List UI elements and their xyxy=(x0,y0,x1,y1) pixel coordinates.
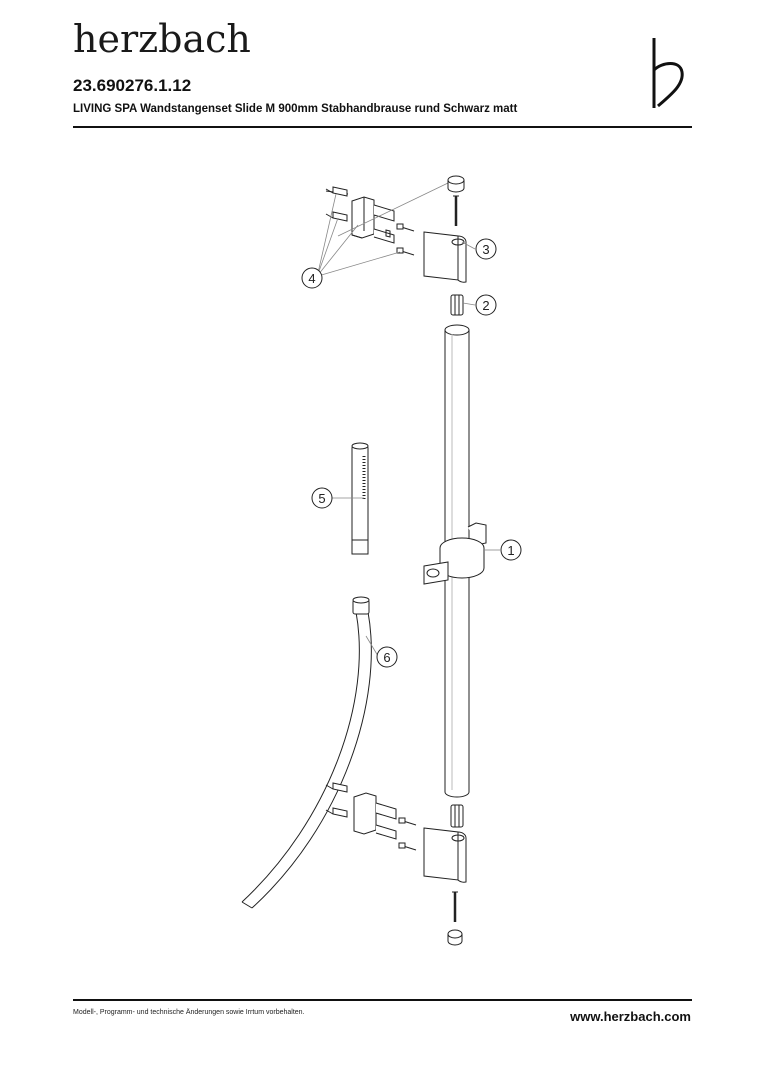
callout-6-leader xyxy=(365,635,379,657)
website-link[interactable]: www.herzbach.com xyxy=(570,1009,691,1024)
screw-anchor-top-1 xyxy=(325,186,349,197)
callout-1-label: 1 xyxy=(507,543,514,558)
header-rule xyxy=(73,126,692,128)
wall-bracket-bottom xyxy=(353,792,397,840)
screw-top-4 xyxy=(396,247,415,256)
callout-6-circle xyxy=(376,646,398,668)
long-screw-bottom xyxy=(452,891,458,922)
footer-rule xyxy=(73,999,692,1001)
callout-1-circle xyxy=(500,539,522,561)
shower-slider xyxy=(423,522,487,585)
callout-3-label: 3 xyxy=(482,242,489,257)
callout-3-leader xyxy=(461,241,476,250)
wall-bracket-top xyxy=(351,196,395,244)
callout-3-circle xyxy=(475,238,497,260)
callout-4-label: 4 xyxy=(308,271,315,286)
screw-anchor-bottom-2 xyxy=(325,807,348,818)
end-cap-top xyxy=(447,175,465,193)
rod-insert-top xyxy=(450,294,464,316)
callout-6-label: 6 xyxy=(383,650,390,665)
herzbach-logo-icon xyxy=(652,38,684,108)
screw-bottom-3 xyxy=(398,817,417,826)
end-cap-bottom xyxy=(447,929,463,946)
brand-wordmark: herzbach xyxy=(73,17,251,61)
article-number: 23.690276.1.12 xyxy=(73,76,192,95)
callout-5-circle xyxy=(311,487,333,509)
long-screw-top xyxy=(453,195,459,226)
callout-4-leaders xyxy=(317,182,449,277)
disclaimer-text: Modell-, Programm- und technische Änderu… xyxy=(73,1009,305,1016)
callout-2-circle xyxy=(475,294,497,316)
rod-insert-bottom xyxy=(450,804,464,828)
screw-top-3 xyxy=(396,223,415,232)
callout-4-circle xyxy=(301,267,323,289)
hand-shower xyxy=(351,442,369,555)
rod-holder-top xyxy=(423,231,467,283)
callout-2-leader xyxy=(462,302,476,306)
callout-5-label: 5 xyxy=(318,491,325,506)
screw-anchor-top-2 xyxy=(325,211,348,222)
callout-2-label: 2 xyxy=(482,298,489,313)
screw-bottom-4 xyxy=(398,842,417,851)
rod-holder-bottom xyxy=(423,827,467,883)
screw-anchor-bottom-1 xyxy=(325,782,348,793)
shower-hose xyxy=(241,596,372,909)
product-title: LIVING SPA Wandstangenset Slide M 900mm … xyxy=(73,103,518,115)
